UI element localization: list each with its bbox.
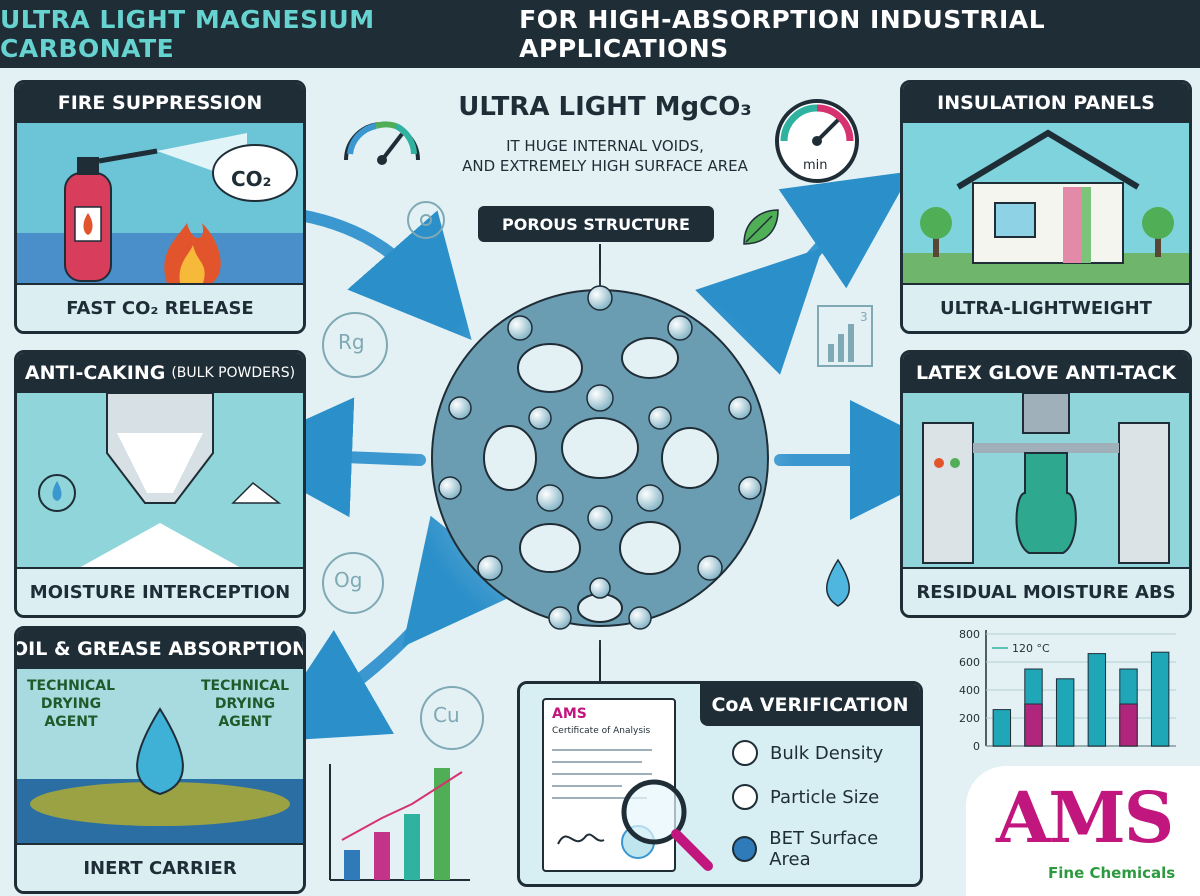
y-tick-label: 200 xyxy=(959,712,980,725)
coa-item-label: Bulk Density xyxy=(770,742,884,764)
arrow-insulation xyxy=(695,171,912,375)
panel-caption: RESIDUAL MOISTURE ABS xyxy=(903,567,1189,615)
mini-chart-icon xyxy=(817,305,873,367)
panel-title-wrap: ANTI-CAKING (BULK POWDERS) xyxy=(17,353,303,393)
doc-heading: Certificate of Analysis xyxy=(552,726,651,736)
particle-size-icon xyxy=(732,784,758,810)
element-rg: Rg xyxy=(338,330,365,354)
oil-left-label: TECHNICAL DRYING AGENT xyxy=(26,678,116,730)
element-cu: Cu xyxy=(433,703,460,727)
bar xyxy=(1087,653,1107,747)
house-icon xyxy=(956,129,1140,264)
coa-item-bulk-density: Bulk Density xyxy=(732,740,883,766)
mini-chart-superscript: 3 xyxy=(860,310,868,324)
panel-title: LATEX GLOVE ANTI-TACK xyxy=(903,353,1189,393)
hopper-scene xyxy=(17,393,303,569)
fire-scene xyxy=(17,123,303,285)
structure-label: POROUS STRUCTURE xyxy=(478,206,714,242)
logo-sub: Fine Chemicals xyxy=(1048,864,1176,882)
porous-structure-molecule xyxy=(405,263,795,653)
panel-title: INSULATION PANELS xyxy=(903,83,1189,123)
panel-title: OIL & GREASE ABSORPTION xyxy=(17,629,303,669)
bar-chart: 0 200 400 600 800 120 °C xyxy=(959,628,1176,753)
y-tick-label: 800 xyxy=(959,628,980,641)
signature-mark xyxy=(557,833,605,845)
arrow-fire xyxy=(294,209,472,341)
growth-chart-icon xyxy=(329,764,470,881)
magnifier-icon xyxy=(621,779,713,871)
coa-item-label: BET Surface Area xyxy=(769,828,879,870)
coa-title: CoA VERIFICATION xyxy=(700,684,920,726)
arrow-anticaking xyxy=(232,397,426,518)
cloud-icon xyxy=(212,144,298,202)
page-header: ULTRA LIGHT MAGNESIUM CARBONATE FOR HIGH… xyxy=(0,0,1200,68)
panel-oil-grease: OIL & GREASE ABSORPTION TECHNICAL DRYING… xyxy=(14,626,306,894)
coa-item-bet-surface: BET Surface Area xyxy=(732,828,920,870)
panel-insulation: INSULATION PANELS ULTRA-LIGHTWEIGHT xyxy=(900,80,1192,334)
center-subtitle: IT HUGE INTERNAL VOIDS, AND EXTREMELY HI… xyxy=(420,136,790,176)
bulk-density-icon xyxy=(732,740,758,766)
panel-caption: FAST CO₂ RELEASE xyxy=(17,283,303,331)
gauge-left-icon xyxy=(344,121,420,165)
oil-scene xyxy=(17,669,303,845)
coa-verification-panel: CoA VERIFICATION AMS Certificate of Anal… xyxy=(517,681,923,887)
element-badge-cu xyxy=(420,686,484,750)
tree-icon xyxy=(920,207,1174,257)
panel-caption: ULTRA-LIGHTWEIGHT xyxy=(903,283,1189,331)
ams-logo: AMS Fine Chemicals xyxy=(966,766,1200,896)
oil-puddle-icon xyxy=(30,782,290,826)
panel-anti-caking: ANTI-CAKING (BULK POWDERS) MOISTURE INTE… xyxy=(14,350,306,618)
bar-segment xyxy=(1119,703,1138,747)
bar xyxy=(1150,651,1170,747)
water-drop-icon xyxy=(826,558,850,607)
extinguisher-icon xyxy=(64,148,158,282)
bar xyxy=(992,709,1012,747)
bar-segment xyxy=(1024,703,1043,747)
header-title-highlight: ULTRA LIGHT MAGNESIUM CARBONATE xyxy=(0,5,375,63)
center-title: ULTRA LIGHT MgCO₃ xyxy=(458,92,752,122)
panel-title-small: (BULK POWDERS) xyxy=(171,365,296,381)
doc-lines xyxy=(552,749,655,859)
bar xyxy=(1055,678,1075,747)
glove-scene xyxy=(903,393,1189,569)
panel-caption: INERT CARRIER xyxy=(17,843,303,891)
leaf-icon xyxy=(743,209,779,245)
center-subtitle-line1: IT HUGE INTERNAL VOIDS, xyxy=(506,137,704,155)
glove-icon xyxy=(1015,452,1077,554)
y-tick-label: 0 xyxy=(973,740,980,753)
oil-drop-icon xyxy=(136,707,184,796)
gauge-label: min xyxy=(803,158,828,173)
target-icon xyxy=(407,201,445,239)
element-badge-og xyxy=(322,552,384,614)
logo-main: AMS xyxy=(996,776,1174,859)
center-subtitle-line2: AND EXTREMELY HIGH SURFACE AREA xyxy=(462,157,748,175)
coa-item-particle-size: Particle Size xyxy=(732,784,879,810)
coa-item-label: Particle Size xyxy=(770,786,880,808)
bet-surface-icon xyxy=(732,836,758,862)
element-badge-rg xyxy=(322,312,388,378)
droplet-icon xyxy=(38,474,76,512)
panel-title: FIRE SUPPRESSION xyxy=(17,83,303,123)
panel-latex-glove: LATEX GLOVE ANTI-TACK RESIDUAL MOISTURE … xyxy=(900,350,1192,618)
arrow-oil xyxy=(260,515,525,743)
house-scene xyxy=(903,123,1189,285)
panel-fire-suppression: FIRE SUPPRESSION CO₂ FAST CO₂ RELEASE xyxy=(14,80,306,334)
doc-brand: AMS xyxy=(552,706,587,722)
header-title-rest: FOR HIGH-ABSORPTION INDUSTRIAL APPLICATI… xyxy=(519,5,1046,63)
gauge-right-icon xyxy=(775,99,859,183)
y-tick-label: 600 xyxy=(959,656,980,669)
oil-right-label: TECHNICAL DRYING AGENT xyxy=(200,678,290,730)
y-tick-label: 400 xyxy=(959,684,980,697)
panel-title: ANTI-CAKING xyxy=(24,362,166,384)
powder-pile-icon xyxy=(231,482,282,504)
chart-annotation: 120 °C xyxy=(1012,642,1050,655)
machine-left-icon xyxy=(922,422,974,564)
cloud-label: CO₂ xyxy=(231,167,272,191)
element-og: Og xyxy=(334,568,363,592)
panel-caption: MOISTURE INTERCEPTION xyxy=(17,567,303,615)
machine-right-icon xyxy=(1118,422,1170,564)
